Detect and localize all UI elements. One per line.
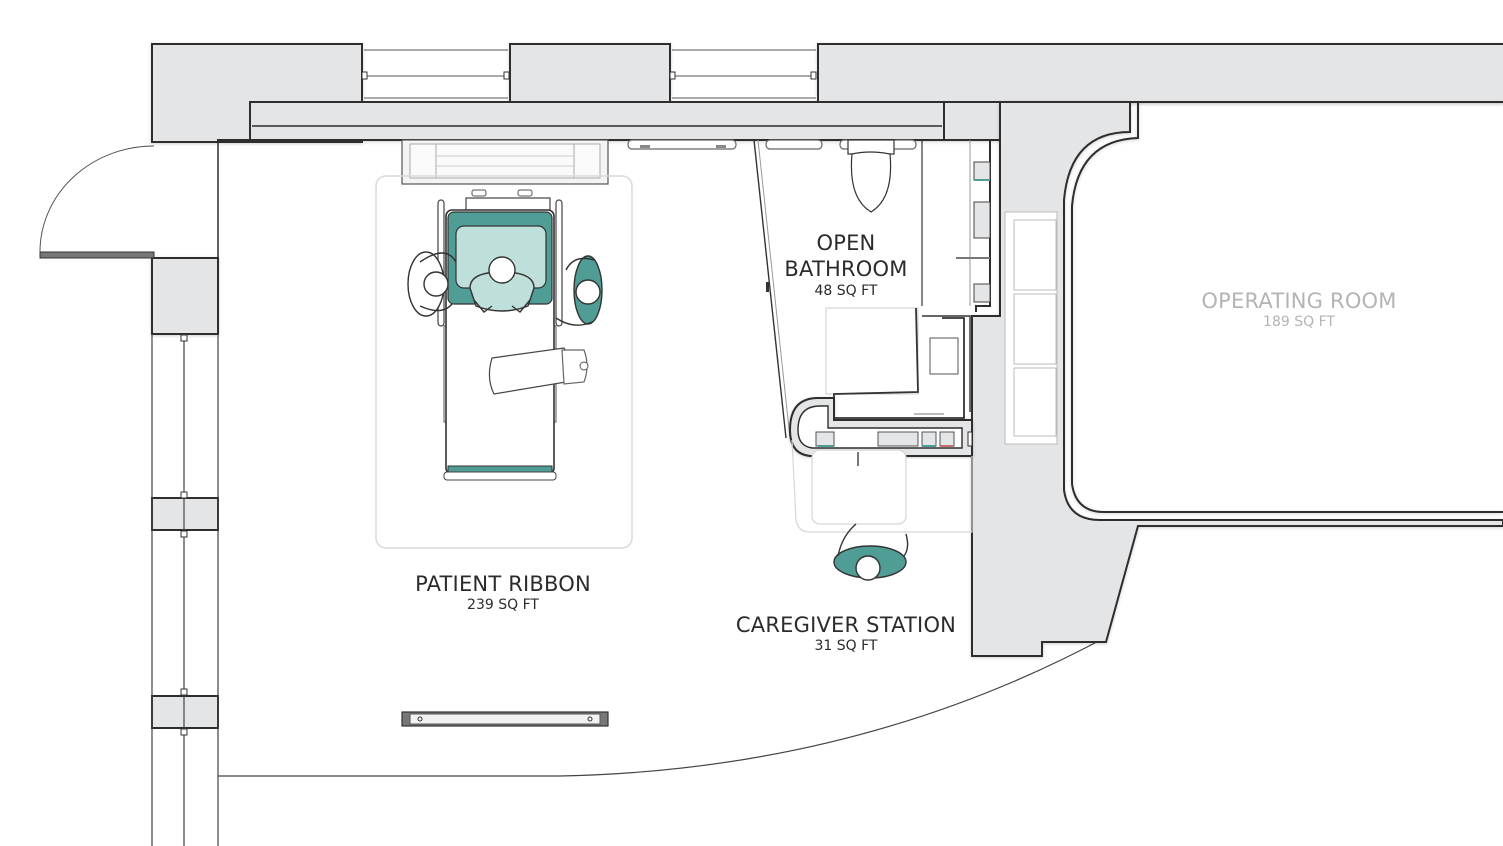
caregiver-station-figure: [833, 523, 909, 581]
patient-ribbon-name: PATIENT RIBBON: [415, 572, 591, 596]
room-boundary-curve: [218, 635, 1109, 777]
bathroom-sliding-partition: [753, 139, 791, 439]
open-bathroom-name-line2: BATHROOM: [784, 257, 908, 282]
exterior-wall-left: [151, 142, 219, 846]
caregiver-station-name: CAREGIVER STATION: [735, 613, 957, 637]
caregiver-station-label: CAREGIVER STATION 31 SQ FT: [726, 612, 966, 655]
patient-ribbon-area: 239 SQ FT: [467, 597, 539, 614]
open-bathroom-name-line1: OPEN: [816, 231, 876, 255]
patient-ribbon-zone: [375, 175, 633, 549]
operating-room-name: OPERATING ROOM: [1201, 289, 1397, 313]
open-bathroom-label: OPEN BATHROOM 48 SQ FT: [772, 230, 920, 299]
shower-area: [825, 307, 971, 419]
caregiver-station-area: 31 SQ FT: [814, 638, 878, 655]
toilet: [847, 139, 895, 213]
open-bathroom-area: 48 SQ FT: [814, 282, 878, 299]
overbed-table: [488, 347, 589, 395]
wall-television: [401, 711, 609, 727]
entry-door: [39, 145, 155, 259]
caregiver-bedside-figure: [555, 255, 603, 326]
caregiver-desk-area: [791, 439, 973, 533]
operating-room-area: 189 SQ FT: [1263, 314, 1335, 331]
exterior-wall-top: [151, 43, 1503, 143]
visitor-left-figure: [407, 251, 457, 317]
patient-bed: [437, 189, 563, 481]
window-top-1: [361, 49, 510, 99]
bathroom-shelving: [921, 140, 991, 306]
patient-figure: [469, 256, 535, 313]
window-top-2: [669, 49, 817, 99]
operating-room-wall: [971, 101, 1503, 657]
window-bench: [401, 139, 609, 185]
or-storage-cabinet: [1004, 211, 1058, 445]
caregiver-counter: [788, 397, 973, 457]
operating-room-label: OPERATING ROOM 189 SQ FT: [1180, 288, 1418, 331]
patient-ribbon-label: PATIENT RIBBON 239 SQ FT: [398, 571, 608, 614]
